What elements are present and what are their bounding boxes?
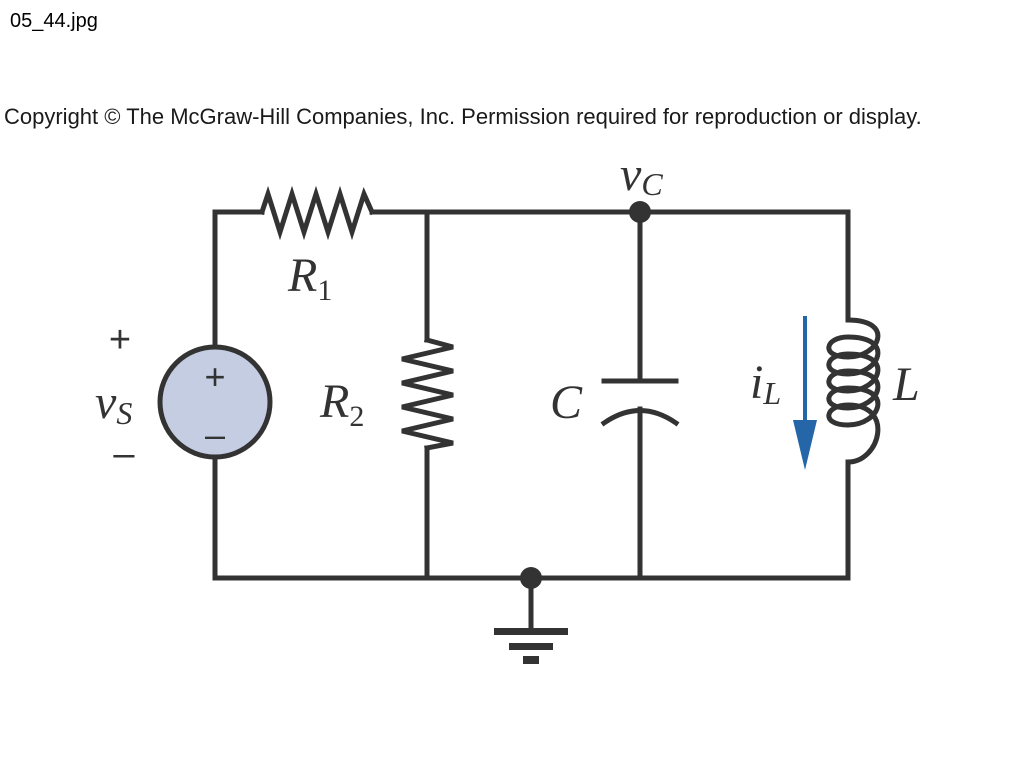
source-minus-sign: – — [205, 414, 225, 455]
label-c: C — [550, 376, 583, 429]
inductor-icon — [826, 317, 881, 465]
copyright-notice: Copyright © The McGraw-Hill Companies, I… — [4, 104, 922, 129]
current-arrow-icon — [793, 316, 817, 470]
label-il: iL — [750, 356, 781, 411]
resistor-r2-icon — [401, 336, 454, 451]
node-ground-dot — [520, 567, 542, 589]
label-r1: R1 — [287, 249, 332, 307]
image-filename: 05_44.jpg — [10, 10, 98, 32]
source-plus-sign: + — [204, 356, 225, 397]
resistor-r1-icon — [258, 185, 376, 241]
label-r2: R2 — [319, 375, 364, 433]
ground-icon — [494, 628, 568, 664]
label-l: L — [892, 358, 920, 411]
label-vc: vC — [620, 148, 663, 202]
label-vs-minus: – — [113, 433, 135, 475]
circuit-wires — [212, 209, 851, 633]
capacitor-icon — [600, 378, 680, 427]
voltage-source-icon — [157, 344, 273, 460]
label-vs-plus: + — [109, 319, 131, 361]
label-vs: vS — [95, 376, 132, 431]
node-vc-dot — [629, 201, 651, 223]
